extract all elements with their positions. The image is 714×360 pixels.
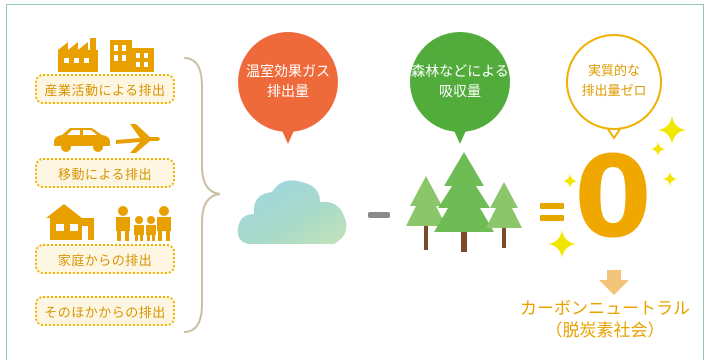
forest-bubble-shape xyxy=(410,32,510,144)
source-industry: 産業活動による排出 xyxy=(35,74,175,104)
equals-sign-bottom xyxy=(540,215,564,221)
ghg-bubble-shape xyxy=(238,32,338,144)
result-line1: カーボンニュートラル xyxy=(520,299,690,319)
zero-bubble-line2: 排出量ゼロ xyxy=(581,84,647,99)
equals-sign-top xyxy=(540,203,564,209)
result-line2: （脱炭素社会） xyxy=(545,321,665,341)
forest-bubble: 森林などによる 吸収量 xyxy=(408,30,512,134)
source-industry-label: 産業活動による排出 xyxy=(44,83,166,99)
factory-building-icon xyxy=(58,38,154,72)
source-other: そのほかからの排出 xyxy=(35,296,175,326)
cloud-icon xyxy=(237,180,347,244)
ghg-bubble-line1: 温室効果ガス xyxy=(246,64,330,80)
source-household: 家庭からの排出 xyxy=(35,244,175,274)
ghg-bubble-line2: 排出量 xyxy=(267,84,309,100)
curly-bracket xyxy=(183,57,221,333)
source-household-label: 家庭からの排出 xyxy=(57,253,153,269)
source-transport-label: 移動による排出 xyxy=(57,167,153,183)
source-other-label: そのほかからの排出 xyxy=(44,305,166,321)
zero-emission-bubble: 実質的な 排出量ゼロ xyxy=(566,34,662,130)
minus-sign xyxy=(368,212,390,218)
zero-bubble-line1: 実質的な xyxy=(587,64,640,79)
carbon-neutral-label: カーボンニュートラル （脱炭素社会） xyxy=(510,298,700,342)
house-family-icon xyxy=(46,204,171,241)
ghg-bubble: 温室効果ガス 排出量 xyxy=(236,30,340,134)
car-airplane-icon xyxy=(54,124,160,153)
forest-bubble-line1: 森林などによる xyxy=(411,64,509,80)
sparkle-icons xyxy=(548,116,686,258)
forest-bubble-line2: 吸収量 xyxy=(439,84,481,100)
source-transport: 移動による排出 xyxy=(35,158,175,188)
down-arrow-icon xyxy=(599,270,629,295)
trees-icon xyxy=(406,152,522,252)
